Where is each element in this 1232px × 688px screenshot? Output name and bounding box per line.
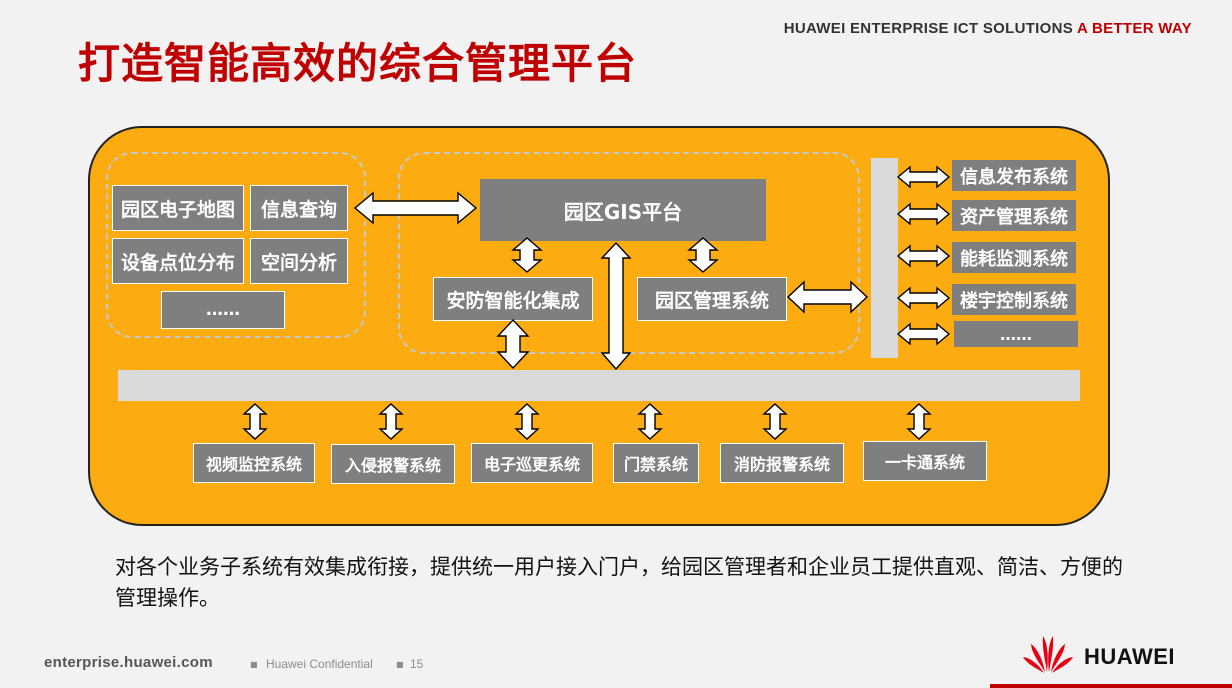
box-security-integration: 安防智能化集成	[433, 277, 593, 321]
brand-tagline: HUAWEI ENTERPRISE ICT SOLUTIONS A BETTER…	[784, 20, 1192, 37]
double-arrow-icon	[378, 403, 404, 440]
box-info-release: 信息发布系统	[952, 160, 1076, 191]
footer-separator: ■	[396, 660, 404, 669]
footer-confidential: Huawei Confidential	[266, 657, 373, 671]
box-fire-alarm: 消防报警系统	[720, 443, 844, 483]
box-park-management: 园区管理系统	[637, 277, 787, 321]
double-arrow-icon	[896, 286, 951, 310]
double-arrow-icon	[896, 202, 951, 226]
box-device-distribution: 设备点位分布	[112, 238, 244, 284]
double-arrow-icon	[353, 191, 478, 225]
box-left-more: ……	[161, 291, 285, 329]
page-number: 15	[410, 657, 424, 671]
double-arrow-icon	[896, 244, 951, 268]
box-energy-monitoring: 能耗监测系统	[952, 242, 1076, 273]
double-arrow-icon	[242, 403, 268, 440]
caption-text: 对各个业务子系统有效集成衔接，提供统一用户接入门户，给园区管理者和企业员工提供直…	[115, 555, 1123, 610]
footer-url: enterprise.huawei.com	[44, 654, 213, 671]
footer-separator: ■	[250, 660, 258, 669]
double-arrow-icon	[637, 403, 663, 440]
box-gis-platform: 园区GIS平台	[480, 179, 766, 241]
box-one-card: 一卡通系统	[863, 441, 987, 481]
double-arrow-icon	[906, 403, 932, 440]
double-arrow-icon	[762, 403, 788, 440]
double-arrow-icon	[896, 322, 951, 346]
double-arrow-icon	[496, 318, 530, 370]
double-arrow-icon	[896, 165, 951, 189]
huawei-logo-icon	[1023, 636, 1073, 673]
double-arrow-icon	[514, 403, 540, 440]
box-asset-management: 资产管理系统	[952, 200, 1076, 231]
box-info-query: 信息查询	[250, 185, 348, 231]
double-arrow-icon	[786, 280, 869, 314]
box-intrusion-alarm: 入侵报警系统	[331, 444, 455, 484]
tagline-accent: A BETTER WAY	[1076, 20, 1192, 37]
tagline-main: HUAWEI ENTERPRISE ICT SOLUTIONS	[783, 20, 1074, 37]
left-function-group	[106, 152, 366, 338]
integration-bus-bar	[118, 370, 1080, 401]
page-title: 打造智能高效的综合管理平台	[78, 39, 638, 88]
double-arrow-icon	[600, 241, 632, 371]
box-right-more: ……	[954, 321, 1078, 347]
box-video-surveillance: 视频监控系统	[193, 443, 315, 483]
double-arrow-icon	[511, 237, 543, 273]
box-patrol: 电子巡更系统	[471, 443, 593, 483]
box-spatial-analysis: 空间分析	[250, 238, 348, 284]
box-park-map: 园区电子地图	[112, 185, 244, 231]
box-building-control: 楼宇控制系统	[952, 284, 1076, 315]
box-access-control: 门禁系统	[613, 443, 699, 483]
right-integration-bar	[871, 158, 898, 358]
footer-accent-line	[990, 684, 1232, 688]
huawei-logo-text: HUAWEI	[1084, 644, 1175, 669]
double-arrow-icon	[687, 237, 719, 273]
